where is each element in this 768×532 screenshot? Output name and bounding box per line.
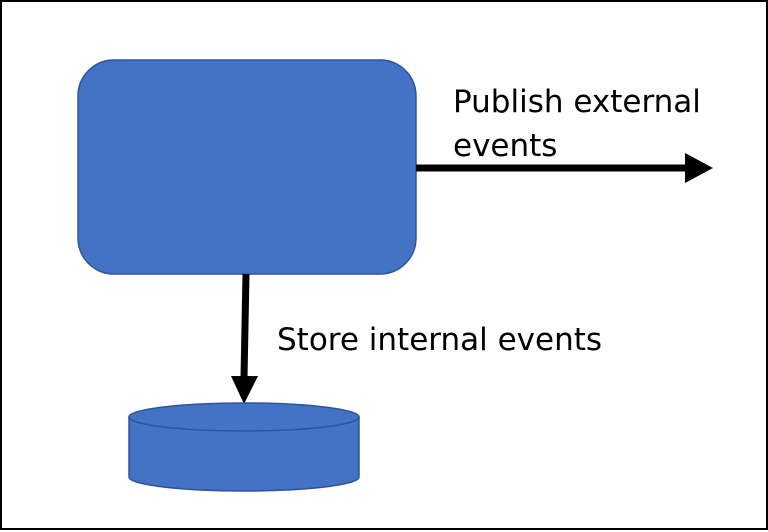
database-cylinder bbox=[128, 402, 360, 492]
database-top bbox=[128, 402, 360, 432]
store-internal-events-label: Store internal events bbox=[277, 322, 603, 358]
process-node bbox=[77, 59, 417, 275]
database-body bbox=[128, 416, 360, 492]
publish-arrow-head bbox=[685, 153, 713, 183]
publish-external-events-label: Publish external events bbox=[453, 84, 701, 164]
store-arrow-shaft bbox=[240, 273, 250, 379]
store-arrow-head bbox=[231, 376, 258, 404]
